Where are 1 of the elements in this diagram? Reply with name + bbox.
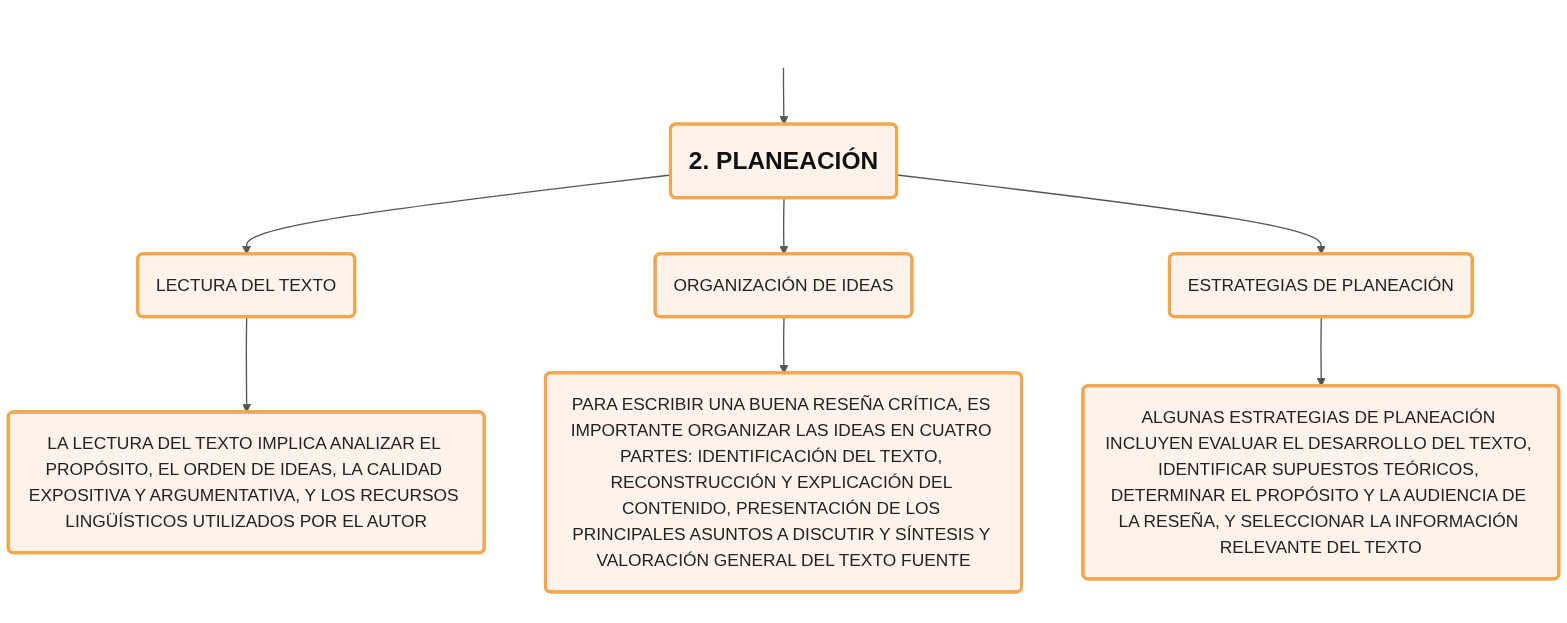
arrow [779, 67, 789, 125]
